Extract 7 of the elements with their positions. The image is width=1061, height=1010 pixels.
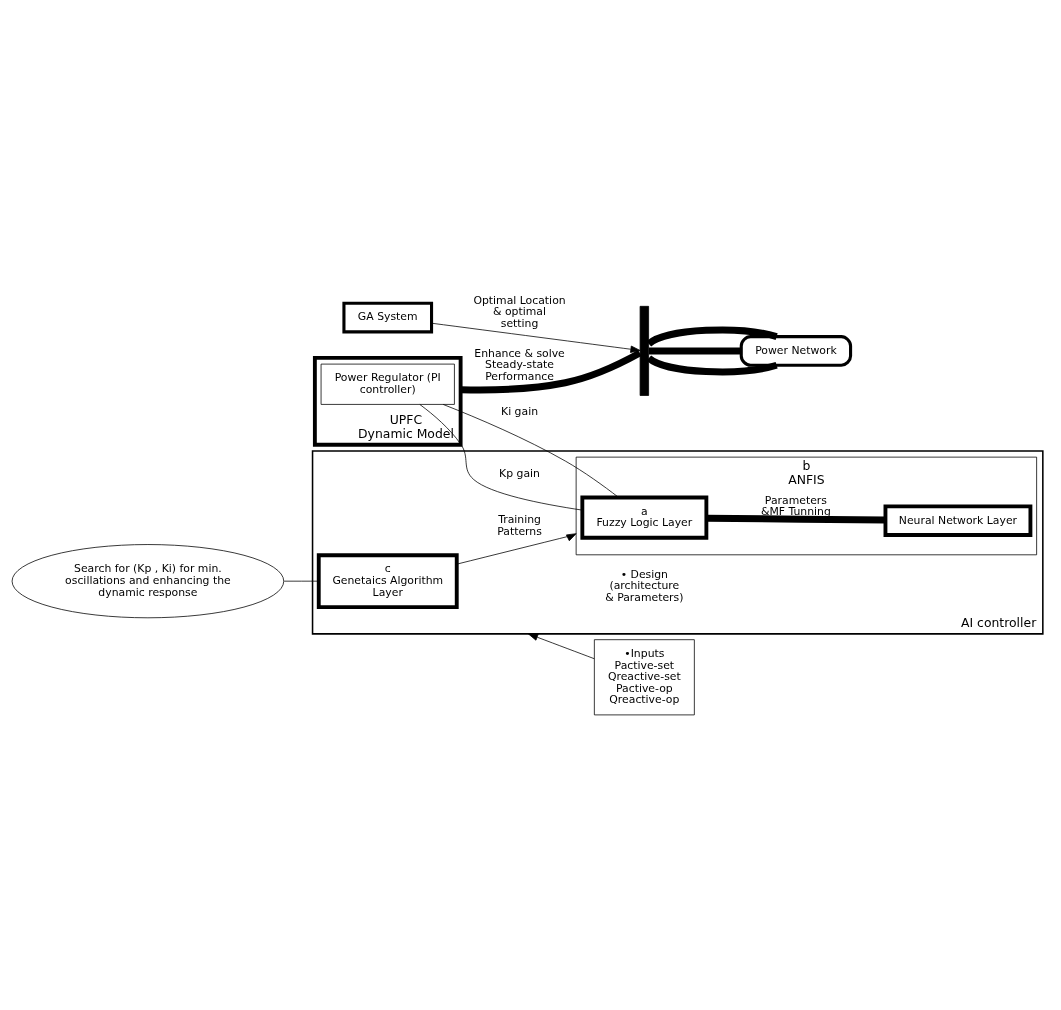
label: • Design (architecture & Parameters) <box>605 567 684 605</box>
edge-label: Kp gain <box>499 466 540 480</box>
edge-label: Training Patterns <box>497 513 542 538</box>
edge-label: Parameters &MF Tunning <box>760 493 831 519</box>
edge-label: Optimal Location & optimal setting <box>473 293 566 331</box>
edge-label: Ki gain <box>501 405 539 419</box>
edge-label: Enhance & solve Steady-state Performance <box>474 346 565 383</box>
